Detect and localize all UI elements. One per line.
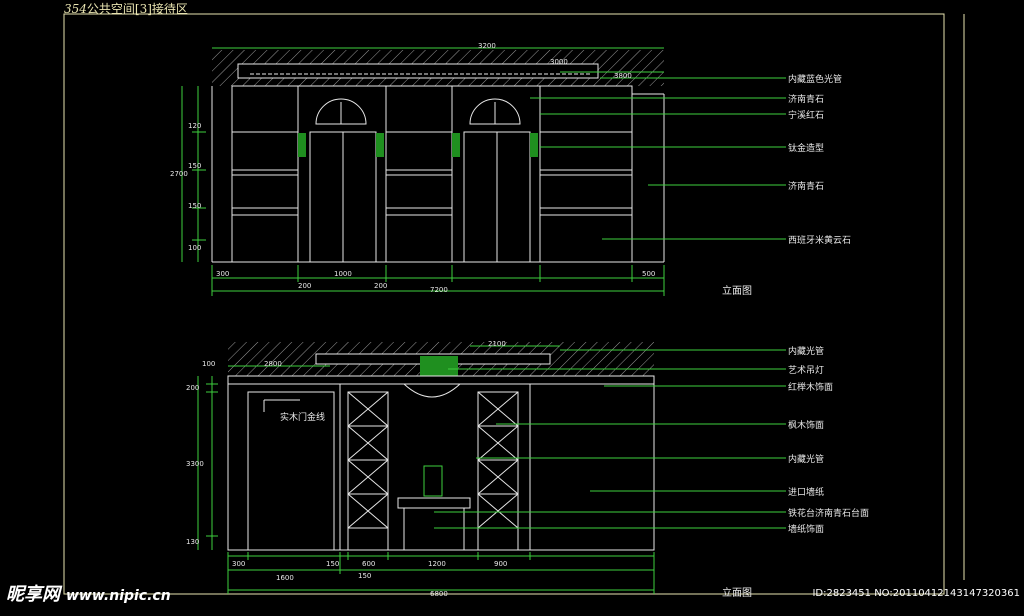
bottom-dim-8: 6800 bbox=[430, 590, 448, 598]
bottom-callout-5: 内藏光管 bbox=[788, 455, 825, 465]
top-dim-3: 3800 bbox=[614, 72, 632, 80]
pendant-lamp-top bbox=[420, 356, 458, 378]
top-bottom-dim-6: 7200 bbox=[430, 286, 448, 294]
bottom-dim-5: 900 bbox=[494, 560, 508, 568]
bottom-dim-4: 1200 bbox=[428, 560, 446, 568]
watermark-site: www.nipic.cn bbox=[66, 588, 171, 604]
bottom-dim-7: 150 bbox=[358, 572, 372, 580]
bottom-dim-3: 600 bbox=[362, 560, 376, 568]
top-dimensions bbox=[181, 47, 665, 296]
bottom-left-dim-2: 200 bbox=[186, 384, 200, 392]
bottom-callout-3: 红榉木饰面 bbox=[788, 383, 834, 393]
top-bottom-dim-1: 300 bbox=[216, 270, 230, 278]
top-bottom-dim-3: 200 bbox=[298, 282, 312, 290]
top-left-dim-5: 2700 bbox=[170, 170, 188, 178]
bottom-view-title: 立面图 bbox=[722, 588, 752, 599]
bottom-left-dim-1: 100 bbox=[202, 360, 216, 368]
sheet-title-text: 公共空间[3]接待区 bbox=[86, 2, 188, 16]
bottom-callout-8: 墙纸饰面 bbox=[788, 525, 825, 535]
top-callout-3: 宁溪红石 bbox=[788, 111, 825, 121]
top-left-dim-2: 150 bbox=[188, 162, 202, 170]
watermark-brand: 昵享网 www.nipic.cn bbox=[6, 580, 171, 606]
watermark-brand-text: 昵享网 bbox=[6, 584, 60, 605]
bottom-top-dim-2: 2100 bbox=[488, 340, 506, 348]
sheet-frame bbox=[63, 13, 945, 595]
top-dim-1: 3200 bbox=[478, 42, 496, 50]
sheet-title: 354公共空间[3]接待区 bbox=[64, 0, 188, 17]
top-left-dim-1: 120 bbox=[188, 122, 202, 130]
bottom-callout-1: 内藏光管 bbox=[788, 347, 825, 357]
bottom-elevation bbox=[197, 342, 786, 594]
wall-bg bbox=[212, 86, 664, 262]
bottom-callout-4: 枫木饰面 bbox=[788, 421, 825, 431]
bottom-dim-6: 1600 bbox=[276, 574, 294, 582]
top-bottom-dim-5: 500 bbox=[642, 270, 656, 278]
door-bottom-left bbox=[247, 391, 335, 551]
top-dim-2: 3000 bbox=[550, 58, 568, 66]
console-table bbox=[397, 497, 471, 509]
bottom-callout-6: 进口墙纸 bbox=[788, 488, 825, 498]
bottom-left-dim-3: 3300 bbox=[186, 460, 204, 468]
top-leaders bbox=[530, 77, 786, 240]
sheet-number: 354 bbox=[64, 2, 87, 16]
top-view-title: 立面图 bbox=[722, 286, 752, 297]
top-callout-1: 内藏蓝色光管 bbox=[788, 75, 843, 85]
top-left-dim-3: 150 bbox=[188, 202, 202, 210]
bottom-dimensions bbox=[197, 345, 655, 594]
ceiling-soffit bbox=[237, 63, 599, 79]
top-bottom-dim-2: 1000 bbox=[334, 270, 352, 278]
wall-outline-bottom bbox=[227, 375, 655, 551]
bottom-dim-2: 150 bbox=[326, 560, 340, 568]
top-callout-2: 济南青石 bbox=[788, 95, 825, 105]
watermark-id: ID:2823451 NO:20110412143147320361 bbox=[812, 588, 1020, 599]
top-callout-6: 西班牙米黄云石 bbox=[788, 236, 852, 246]
bottom-leaders bbox=[434, 349, 786, 529]
titanium-ornament bbox=[298, 133, 306, 157]
top-bottom-dim-4: 200 bbox=[374, 282, 388, 290]
top-callout-5: 济南青石 bbox=[788, 182, 825, 192]
bottom-left-dim-4: 130 bbox=[186, 538, 200, 546]
bottom-callout-7: 铁花台济南青石台面 bbox=[788, 509, 870, 519]
top-elevation bbox=[181, 47, 786, 296]
bottom-top-dim-1: 2800 bbox=[264, 360, 282, 368]
top-left-dim-4: 100 bbox=[188, 244, 202, 252]
bottom-callout-2: 艺术吊灯 bbox=[788, 366, 825, 376]
top-callout-4: 钛金造型 bbox=[788, 144, 825, 154]
door-label: 实木门金线 bbox=[280, 413, 326, 423]
bottom-dim-1: 300 bbox=[232, 560, 246, 568]
